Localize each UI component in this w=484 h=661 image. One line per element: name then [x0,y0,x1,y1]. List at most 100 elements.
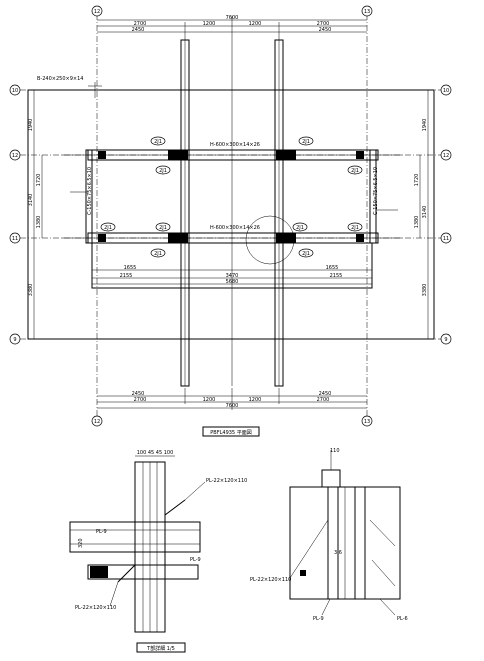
svg-text:12: 12 [12,153,18,159]
svg-text:2700: 2700 [317,397,330,403]
plan-title: PBFL4935 平面図 [202,426,260,437]
svg-text:2450: 2450 [132,391,145,397]
svg-text:2J1: 2J1 [302,251,310,257]
outer-frame [27,89,435,340]
svg-text:2450: 2450 [132,27,145,33]
grid-bubble-bottom-right: 13 [361,415,373,427]
svg-text:1200: 1200 [203,397,216,403]
svg-text:2155: 2155 [120,273,133,279]
svg-text:9: 9 [444,337,447,343]
svg-text:PL-9: PL-9 [190,557,201,563]
svg-text:2J1: 2J1 [351,168,359,174]
svg-text:100 45 45 100: 100 45 45 100 [137,450,174,456]
svg-text:PL-9: PL-9 [313,616,324,622]
detail-left: 100 45 45 100 320 PL-22×120×110 PL-9 PL-… [69,450,247,633]
svg-text:1720: 1720 [36,174,42,187]
svg-text:PL-6: PL-6 [397,616,408,622]
detail-callout-circle [245,215,295,265]
svg-text:2J1: 2J1 [159,168,167,174]
svg-text:1720: 1720 [414,174,420,187]
grid-bubble-right-11: 11 [440,232,452,244]
svg-text:2J1: 2J1 [296,225,304,231]
svg-text:1940: 1940 [28,119,34,132]
grid-bubble-left-10: 10 [9,84,21,96]
left-dimensions: 1940 1720 3140 1380 3380 [28,90,43,339]
svg-text:2450: 2450 [319,391,332,397]
right-dimensions: 1940 1720 3140 1380 3380 [414,90,429,339]
svg-text:B-240×250×9×14: B-240×250×9×14 [37,76,83,82]
detail-right: 110 PL-22×120×110 3.6 PL-9 PL-6 [250,448,408,622]
svg-text:2700: 2700 [317,21,330,27]
connection-blocks [98,150,364,243]
svg-text:H-600×300×14×26: H-600×300×14×26 [210,225,260,231]
svg-text:2J1: 2J1 [159,225,167,231]
svg-text:5680: 5680 [226,279,239,285]
svg-text:11: 11 [12,236,18,242]
inner-columns [180,39,284,387]
svg-text:1655: 1655 [124,265,137,271]
svg-text:PL-9: PL-9 [96,529,107,535]
grid-bubble-left-9: 9 [9,333,21,345]
svg-text:3380: 3380 [422,284,428,297]
svg-text:H-600×300×14×26: H-600×300×14×26 [210,142,260,148]
svg-text:2450: 2450 [319,27,332,33]
svg-text:7600: 7600 [226,15,239,21]
svg-text:13: 13 [364,419,370,425]
grid-bubble-left-11: 11 [9,232,21,244]
svg-text:C-150×75×6.5×10: C-150×75×6.5×10 [87,167,93,215]
svg-text:10: 10 [12,88,18,94]
svg-text:12: 12 [94,9,100,15]
svg-text:13: 13 [364,9,370,15]
svg-text:3380: 3380 [28,284,34,297]
upper-beam: H-600×300×14×26 [87,142,379,161]
top-member-label: B-240×250×9×14 [37,76,102,98]
svg-text:12: 12 [443,153,449,159]
svg-text:9: 9 [13,337,16,343]
svg-text:PL-22×120×110: PL-22×120×110 [250,577,291,583]
lower-beam: H-600×300×14×26 [87,225,379,244]
svg-text:T部詳細 1/5: T部詳細 1/5 [146,645,175,652]
svg-text:PBFL4935 平面図: PBFL4935 平面図 [210,430,251,436]
grid-bubble-left-12: 12 [9,149,21,161]
grid-bubble-top-right: 13 [361,5,373,17]
svg-text:110: 110 [330,448,340,454]
grid-bubble-right-9: 9 [440,333,452,345]
svg-text:3140: 3140 [28,194,34,207]
svg-text:3.6: 3.6 [334,550,342,556]
svg-text:3470: 3470 [226,273,239,279]
svg-text:2J1: 2J1 [302,139,310,145]
svg-text:10: 10 [443,88,449,94]
svg-text:2700: 2700 [134,397,147,403]
svg-text:2J1: 2J1 [104,225,112,231]
svg-text:1200: 1200 [249,21,262,27]
svg-text:2700: 2700 [134,21,147,27]
svg-text:2J1: 2J1 [154,139,162,145]
svg-text:C-150×75×6.5×10: C-150×75×6.5×10 [373,167,379,215]
svg-text:2J1: 2J1 [351,225,359,231]
grid-bubble-bottom-left: 12 [91,415,103,427]
right-channel: C-150×75×6.5×10 [369,149,379,244]
svg-text:1380: 1380 [36,216,42,229]
top-dimensions: 7600 2700 1200 1200 2700 2450 2450 [97,15,367,40]
svg-text:1380: 1380 [414,216,420,229]
svg-text:2J1: 2J1 [154,251,162,257]
bottom-dimensions: 2450 2450 2700 1200 1200 2700 7600 [97,388,367,410]
svg-text:PL-22×120×110: PL-22×120×110 [206,478,247,484]
svg-text:PL-22×120×110: PL-22×120×110 [75,605,116,611]
svg-text:320: 320 [78,538,84,548]
svg-text:1200: 1200 [203,21,216,27]
edge-ticks [62,154,402,239]
svg-text:11: 11 [443,236,449,242]
lower-plate: 1655 2155 1655 2155 3470 5680 [91,242,373,289]
grid-bubble-right-12: 12 [440,149,452,161]
tag-bubbles: 2J1 2J1 2J1 2J1 2J1 2J1 2J1 2J1 2J1 2J1 [100,136,363,258]
svg-text:1655: 1655 [326,265,339,271]
svg-text:12: 12 [94,419,100,425]
svg-text:1940: 1940 [422,119,428,132]
left-channel: C-150×75×6.5×10 [85,149,93,244]
grid-bubble-top-left: 12 [91,5,103,17]
svg-text:1200: 1200 [249,397,262,403]
svg-text:2155: 2155 [330,273,343,279]
svg-text:3140: 3140 [422,206,428,219]
svg-text:7600: 7600 [226,403,239,409]
